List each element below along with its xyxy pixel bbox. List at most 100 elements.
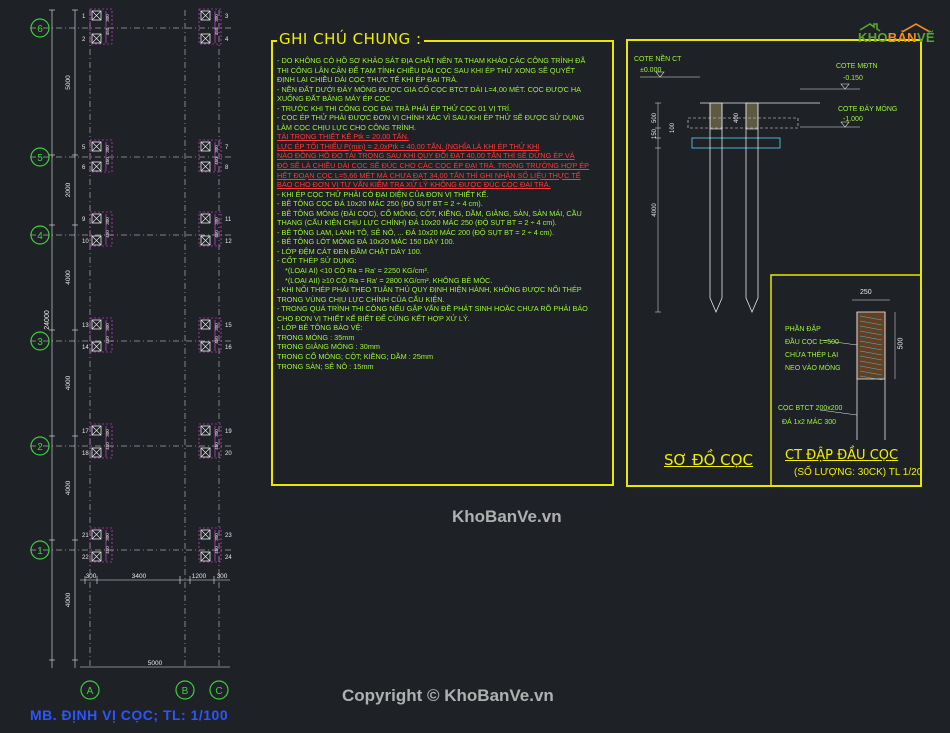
pile-cap <box>89 139 113 173</box>
pile-dim-label: 450 <box>214 336 219 344</box>
pile <box>91 213 102 224</box>
plan-title: MB. ĐỊNH VỊ CỌC; TL: 1/100 <box>30 707 229 723</box>
pile-cross <box>91 10 102 21</box>
dim-bottom: 300 <box>217 573 228 580</box>
pile-cap <box>198 8 222 45</box>
pile-dim-label: 450 <box>105 27 110 35</box>
pile-head-break <box>709 102 723 130</box>
pile-number: 4 <box>225 37 229 43</box>
note-line: - NỀN ĐẤT DƯỚI ĐÁY MÓNG ĐƯỢC GIA CỐ CỌC … <box>277 84 582 94</box>
watermark: KhoBanVe.vn <box>452 507 562 526</box>
pile-dim-label: 450 <box>105 157 110 165</box>
pile-cross <box>91 235 102 246</box>
pile-head-dim-top: 250 <box>860 289 872 296</box>
hatch <box>859 355 883 361</box>
note-line: *(LOẠI AI) <10 CÓ Ra = Ra' = 2250 KG/cm²… <box>285 266 429 276</box>
pile-dim-label: 450 <box>105 336 110 344</box>
axis-label-row: 2 <box>37 442 43 453</box>
note-line: TRONG SÀN; SÊ NÔ : 15mm <box>277 361 374 371</box>
pile <box>91 235 102 246</box>
pile <box>200 213 211 224</box>
axis-label-row: 1 <box>37 546 43 557</box>
pile-dim-label: 300 <box>105 429 110 437</box>
pile-cross <box>200 33 211 44</box>
hatch <box>859 350 883 356</box>
pile <box>200 235 211 246</box>
note-line: - BÊ TÔNG LÓT MÓNG ĐÁ 10x20 MÁC 150 DÀY … <box>277 237 455 247</box>
note-line: - KHI ÉP CỌC THỬ PHẢI CÓ ĐẠI DIỆN CỦA ĐƠ… <box>277 189 489 199</box>
axis-bubble-row <box>30 18 50 38</box>
pile-dim: 100 <box>670 122 676 133</box>
hatch <box>859 335 883 341</box>
axis-bubble-row <box>30 225 50 245</box>
pile <box>91 319 102 330</box>
pile <box>91 141 102 152</box>
cote-mdtn-label: COTE MĐTN <box>836 63 878 70</box>
cote-mdtn-value: -0.150 <box>843 75 863 82</box>
pile-dim-label: 450 <box>214 230 219 238</box>
note-line: - BÊ TÔNG MÓNG (ĐÀI CỌC), CỔ MÓNG, CỘT, … <box>277 208 582 218</box>
pile-dim-label: 450 <box>105 546 110 554</box>
note-line: TRONG MÓNG : 35mm <box>277 332 355 342</box>
pile <box>200 425 211 436</box>
pile <box>91 33 102 44</box>
hatch <box>859 340 883 346</box>
pile-cross <box>200 447 211 458</box>
dim-total: 24000 <box>44 310 51 330</box>
pile-number: 16 <box>225 345 232 351</box>
pile-cross <box>200 141 211 152</box>
pile-dim-label: 450 <box>214 442 219 450</box>
pile <box>200 447 211 458</box>
pile-dim-label: 300 <box>214 14 219 22</box>
axis-bubble-row <box>30 436 50 456</box>
cote-nen-label: COTE NỀN CT <box>634 56 682 63</box>
logo-text: KHOBẢNVẼ <box>858 30 935 45</box>
hatch <box>859 375 883 381</box>
lean-concrete <box>691 137 781 149</box>
pile <box>200 341 211 352</box>
pile-number: 11 <box>225 217 232 223</box>
note-line: - DO KHÔNG CÓ HỒ SƠ KHẢO SÁT ĐỊA CHẤT NÊ… <box>277 56 586 65</box>
notes-panel <box>271 40 614 486</box>
pile <box>91 447 102 458</box>
axis-label-row: 6 <box>37 24 43 35</box>
pile-tip <box>745 297 759 314</box>
pile <box>200 161 211 172</box>
pile-number: 20 <box>225 451 232 457</box>
pile-head-subtitle: (SỐ LƯỢNG: 30CK) TL 1/20 <box>794 467 923 478</box>
pile-dim-label: 300 <box>105 14 110 22</box>
note-line: ĐỊNH LẠI CHIỀU DÀI CỌC THỰC TẾ KHI ÉP ĐẠ… <box>277 75 458 85</box>
axis-label-row: 3 <box>37 337 43 348</box>
pile <box>200 529 211 540</box>
pile-tip <box>709 297 723 314</box>
pile-number: 23 <box>225 533 232 539</box>
pile-dim-label: 300 <box>214 145 219 153</box>
pile <box>91 551 102 562</box>
pile <box>91 425 102 436</box>
axis-label-col: B <box>182 686 189 697</box>
pile-number: 21 <box>82 533 89 539</box>
pile-cross <box>200 319 211 330</box>
pile-dim: 500 <box>652 112 658 123</box>
pile-number: 7 <box>225 145 229 151</box>
pile-number: 22 <box>82 555 89 561</box>
logo-icon <box>859 23 931 33</box>
pile-cross <box>200 235 211 246</box>
pile-number: 14 <box>82 345 89 351</box>
pile-dim-label: 450 <box>214 546 219 554</box>
pile <box>200 551 211 562</box>
cote-day-mong-value: -1.000 <box>843 116 863 123</box>
logo-part-2: BẢN <box>887 30 917 45</box>
dim-bottom: 300 <box>86 573 97 580</box>
pile-cross <box>91 213 102 224</box>
pile-cross <box>200 425 211 436</box>
note-line: - TRƯỚC KHI THI CÔNG CỌC ĐẠI TRÀ PHẢI ÉP… <box>277 103 512 113</box>
hatch <box>859 315 883 321</box>
pile-head-label-1: PHẦN ĐẬP <box>785 326 821 333</box>
note-line: HẾT ĐOẠN CỌC L=5,66 MÉT MÀ CHƯA ĐẠT 34,0… <box>277 170 581 180</box>
axis-label-row: 5 <box>37 153 43 164</box>
pile-cross <box>91 551 102 562</box>
note-line: LÀM CỌC CHỊU LỰC CHO CÔNG TRÌNH. <box>277 122 417 132</box>
pile-diagram-title: SƠ ĐỒ CỌC <box>664 451 753 469</box>
